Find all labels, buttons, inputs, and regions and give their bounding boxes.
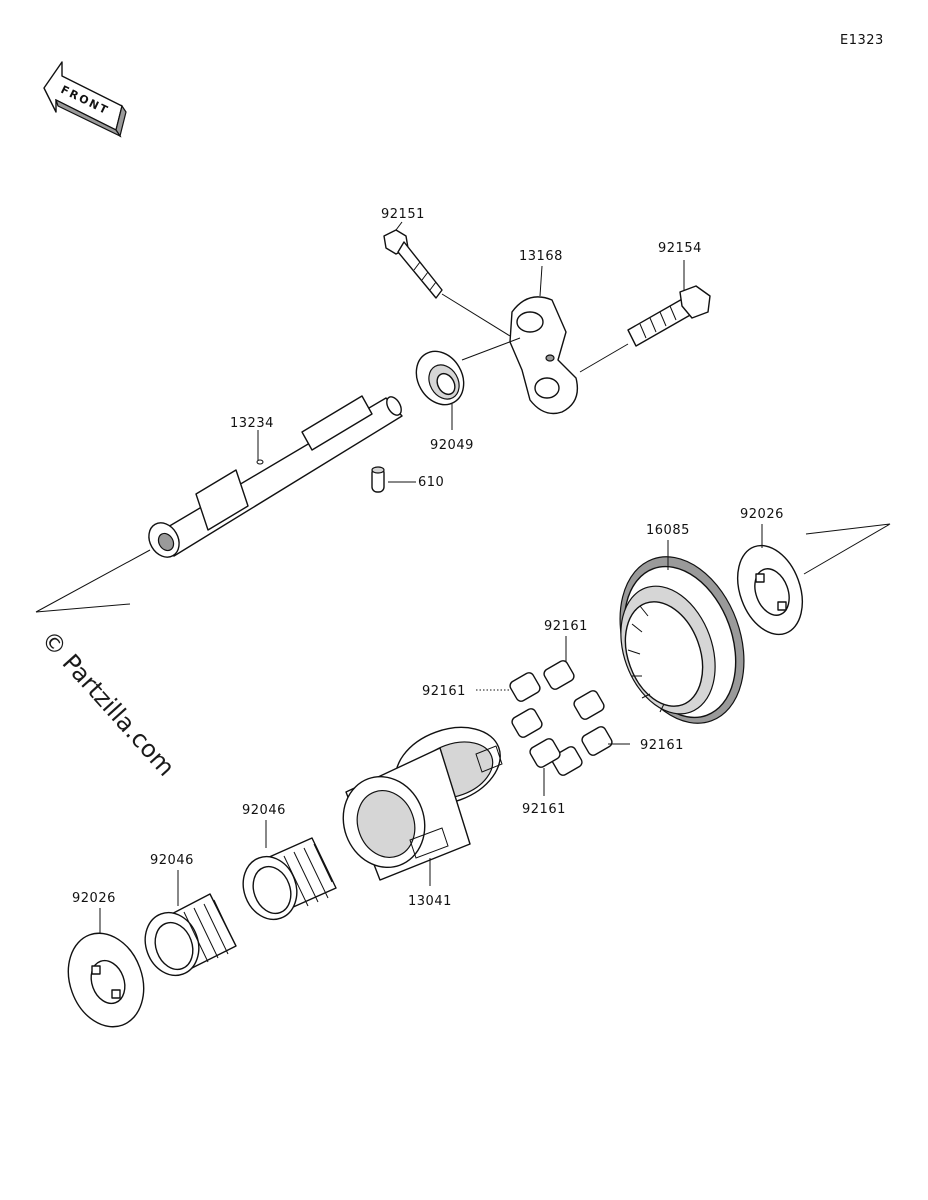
label-92161-d: 92161 [522,802,566,817]
needle-bearing-92046-a [144,893,237,977]
label-16085: 16085 [646,523,690,538]
gear-16085 [619,556,745,724]
reference-line-right [803,523,891,575]
reference-line-left [35,549,151,613]
label-13041: 13041 [408,894,452,909]
label-13168: 13168 [519,249,563,264]
label-92161-a: 92161 [544,619,588,634]
diagram-code: E1323 [840,33,884,48]
bolt-92151 [383,229,443,299]
label-92046-b: 92046 [242,803,286,818]
oil-seal-92049 [415,350,465,406]
label-92026-bottom: 92026 [72,891,116,906]
label-92151: 92151 [381,207,425,222]
label-610: 610 [418,475,444,490]
watermark-text: © Partzilla.com [36,625,181,781]
label-92026-top: 92026 [740,507,784,522]
shaft-13234 [148,395,403,558]
bolt-92154 [627,285,711,347]
front-arrow-icon: FRONT [43,61,127,138]
label-92049: 92049 [430,438,474,453]
pin-610 [371,466,385,493]
label-92161-c: 92161 [640,738,684,753]
bracket-13168 [509,296,579,415]
label-92161-b: 92161 [422,684,466,699]
label-13234: 13234 [230,416,274,431]
washer-92026-top [737,544,803,636]
clutch-hub-13041 [342,726,503,881]
rollers-92161 [509,660,613,776]
needle-bearing-92046-b [242,837,337,921]
label-92154: 92154 [658,241,702,256]
label-92046-a: 92046 [150,853,194,868]
washer-92026-bottom [67,932,145,1028]
